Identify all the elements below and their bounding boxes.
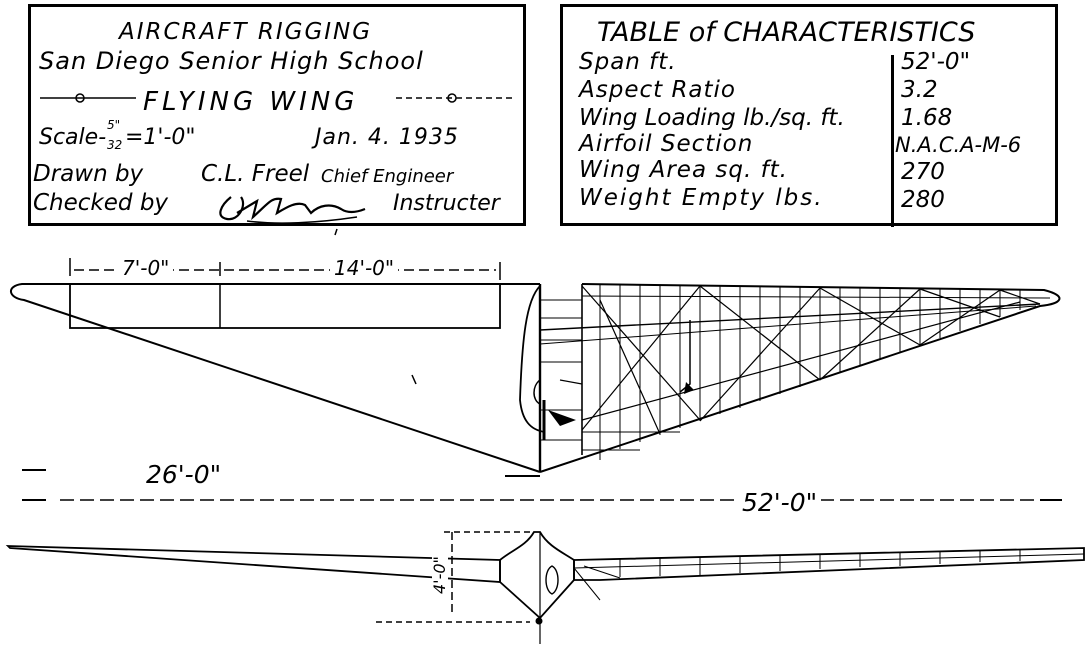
checked-by-label: Checked by	[33, 190, 169, 216]
front-right-wing	[573, 547, 1085, 581]
row-value: 280	[901, 187, 945, 213]
row-value: 1.68	[901, 105, 953, 131]
front-left-wing	[5, 545, 501, 583]
dim-full-span: 52'-0"	[738, 490, 822, 515]
left-aileron	[69, 283, 501, 329]
scale-prefix: Scale-	[39, 125, 107, 150]
school-name: San Diego Senior High School	[39, 47, 424, 75]
drawn-by-label: Drawn by	[33, 161, 144, 187]
row-label: Span ft.	[579, 49, 677, 75]
control-cable	[679, 320, 691, 393]
drawing-date: Jan. 4. 1935	[315, 125, 459, 150]
left-wing-outline	[10, 283, 541, 473]
front-rib-lines	[573, 550, 1085, 601]
front-view	[5, 531, 1085, 644]
row-label: Airfoil Section	[579, 131, 754, 157]
control-stick	[548, 410, 576, 426]
row-label: Aspect Ratio	[579, 77, 736, 103]
dim-aileron-outer: 14'-0"	[330, 258, 399, 278]
right-wing-outline	[539, 283, 1061, 473]
row-value: N.A.C.A-M-6	[895, 133, 1022, 157]
drawn-by-role: Chief Engineer	[321, 166, 454, 187]
row-value: 3.2	[901, 77, 938, 103]
scale-suffix: =1'-0"	[125, 125, 196, 150]
scale-denominator: 32	[107, 138, 123, 152]
nacelle-outline	[519, 285, 546, 433]
row-label: Wing Area sq. ft.	[579, 157, 788, 183]
scale-numerator: 5"	[107, 118, 121, 132]
dim-height: 4'-0"	[430, 554, 449, 596]
characteristics-table: TABLE of CHARACTERISTICS Span ft. 52'-0"…	[560, 4, 1058, 227]
checked-by-role: Instructer	[393, 191, 500, 216]
title-name-line	[40, 93, 512, 103]
instructor-signature	[219, 196, 366, 236]
drawing-name: FLYING WING	[143, 87, 359, 117]
row-label: Weight Empty lbs.	[579, 185, 824, 211]
drawn-by-name: C.L. Freel	[201, 161, 310, 187]
table-heading: TABLE of CHARACTERISTICS	[597, 17, 976, 48]
plan-view	[10, 283, 1061, 473]
bracing-wires	[581, 285, 1041, 435]
dim-aileron-inner: 7'-0"	[118, 258, 174, 278]
front-nacelle	[499, 531, 575, 620]
dim-half-span: 26'-0"	[142, 462, 226, 487]
dimension-lines	[22, 258, 1062, 623]
title-line-1: AIRCRAFT RIGGING	[119, 19, 373, 45]
table-divider	[891, 55, 894, 227]
row-label: Wing Loading lb./sq. ft.	[579, 105, 845, 131]
row-value: 270	[901, 159, 945, 185]
row-value: 52'-0"	[901, 49, 971, 75]
rib-lines	[599, 285, 1021, 460]
title-block: AIRCRAFT RIGGING San Diego Senior High S…	[28, 4, 526, 236]
